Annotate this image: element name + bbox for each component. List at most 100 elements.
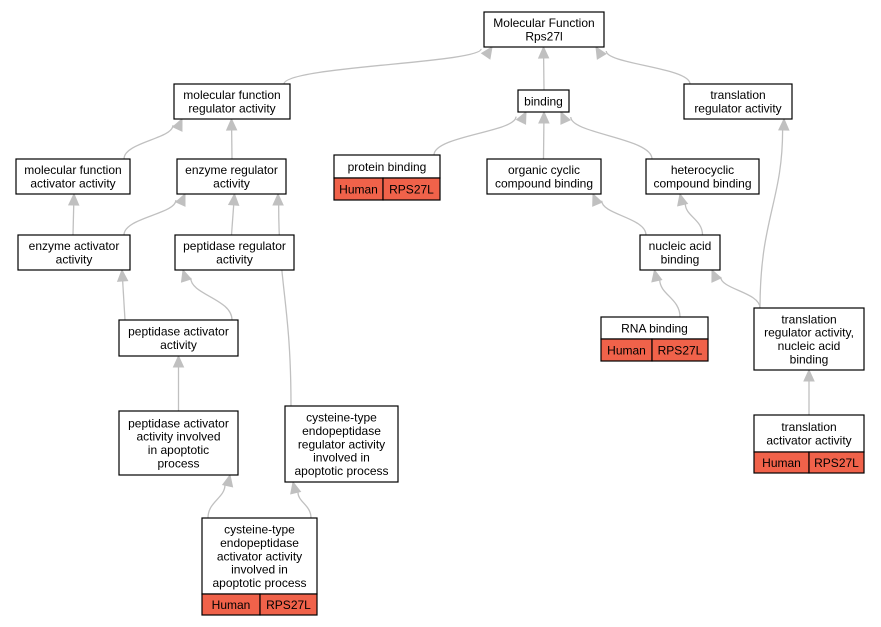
edge-protbind-to-binding	[433, 110, 527, 156]
term-label-line: activity	[160, 338, 197, 352]
arrowhead-icon	[711, 268, 722, 283]
edge-transregna-to-transreg	[759, 117, 790, 309]
term-label-line: in apoptotic	[148, 443, 209, 457]
term-label-line: protein binding	[348, 160, 427, 174]
term-box	[753, 307, 865, 371]
term-label-line: Molecular Function	[493, 16, 594, 30]
species-tag-label: Human	[212, 598, 251, 612]
go-term-binding[interactable]: binding	[517, 89, 570, 113]
edge-line	[123, 125, 174, 160]
term-label-line: process	[157, 456, 199, 470]
term-label-line: endopeptidase	[220, 536, 299, 550]
edge-nucbind-to-orgcyc	[592, 192, 647, 236]
term-label-line: endopeptidase	[302, 424, 381, 438]
term-label-line: regulator activity,	[764, 326, 854, 340]
term-label-line: regulator activity	[694, 101, 781, 115]
arrowhead-icon	[537, 45, 550, 59]
term-label-line: translation	[710, 88, 765, 102]
term-label-line: molecular function	[183, 88, 280, 102]
edge-pepact-to-pepreg	[180, 268, 233, 321]
term-box	[176, 158, 287, 195]
edge-pepreg-to-enzreg	[227, 192, 240, 236]
arrowhead-icon	[803, 368, 815, 382]
term-label-line: compound binding	[495, 176, 593, 190]
arrowhead-icon	[515, 110, 527, 125]
gene-tag	[651, 338, 709, 362]
arrowhead-icon	[180, 268, 192, 283]
term-label-line: activity involved	[136, 430, 220, 444]
term-box	[753, 414, 865, 453]
term-label-line: activity	[56, 252, 93, 266]
arrowhead-icon	[67, 192, 80, 206]
arrowhead-icon	[174, 192, 186, 207]
edge-cysreg-to-enzreg	[272, 192, 292, 407]
edge-transreg-to-root	[595, 45, 691, 85]
edge-line	[684, 203, 704, 236]
edge-line	[230, 204, 235, 236]
term-label-line: enzyme regulator	[185, 163, 278, 177]
term-label-line: binding	[790, 352, 829, 366]
term-box	[645, 158, 760, 195]
gene-tag-label: RPS27L	[266, 598, 311, 612]
term-label-line: activator activity	[217, 549, 302, 563]
term-label-line: peptidase activator	[128, 325, 229, 339]
term-box	[284, 405, 399, 483]
arrowhead-icon	[227, 192, 240, 206]
edge-mfreg-to-root	[283, 46, 493, 85]
term-label-line: activity	[216, 252, 253, 266]
arrowhead-icon	[778, 117, 790, 131]
arrowhead-icon	[272, 192, 284, 206]
gene-tag-label: RPS27L	[389, 182, 434, 196]
edge-line	[719, 276, 761, 309]
term-box	[639, 234, 721, 271]
edge-line	[122, 280, 126, 321]
gene-tag-label: RPS27L	[658, 343, 703, 357]
term-box	[683, 83, 793, 120]
edge-line	[190, 277, 233, 321]
edge-transact-to-transregna	[803, 368, 815, 415]
term-box	[17, 234, 131, 271]
term-label-line: involved in	[313, 451, 370, 465]
arrowhead-icon	[560, 110, 571, 125]
arrowhead-icon	[677, 192, 689, 207]
arrowhead-icon	[116, 268, 129, 282]
term-box	[517, 89, 570, 113]
term-label-line: peptidase regulator	[183, 239, 286, 253]
term-label-line: enzyme activator	[29, 239, 120, 253]
term-label-line: cysteine-type	[224, 523, 295, 537]
species-tag-label: Human	[607, 343, 646, 357]
edge-layer	[67, 45, 815, 519]
edge-binding-to-root	[537, 45, 550, 91]
edge-line	[433, 116, 517, 156]
species-tag-label: Human	[762, 456, 801, 470]
term-label-line: Rps27l	[525, 29, 562, 43]
term-label-line: peptidase activator	[128, 416, 229, 430]
term-box	[483, 11, 605, 48]
edge-line	[601, 200, 647, 236]
term-label-line: apoptotic process	[212, 576, 306, 590]
edge-enzact-to-mfact	[67, 192, 80, 236]
edge-line	[207, 484, 226, 519]
gene-tag	[808, 451, 865, 474]
arrowhead-icon	[480, 46, 493, 60]
